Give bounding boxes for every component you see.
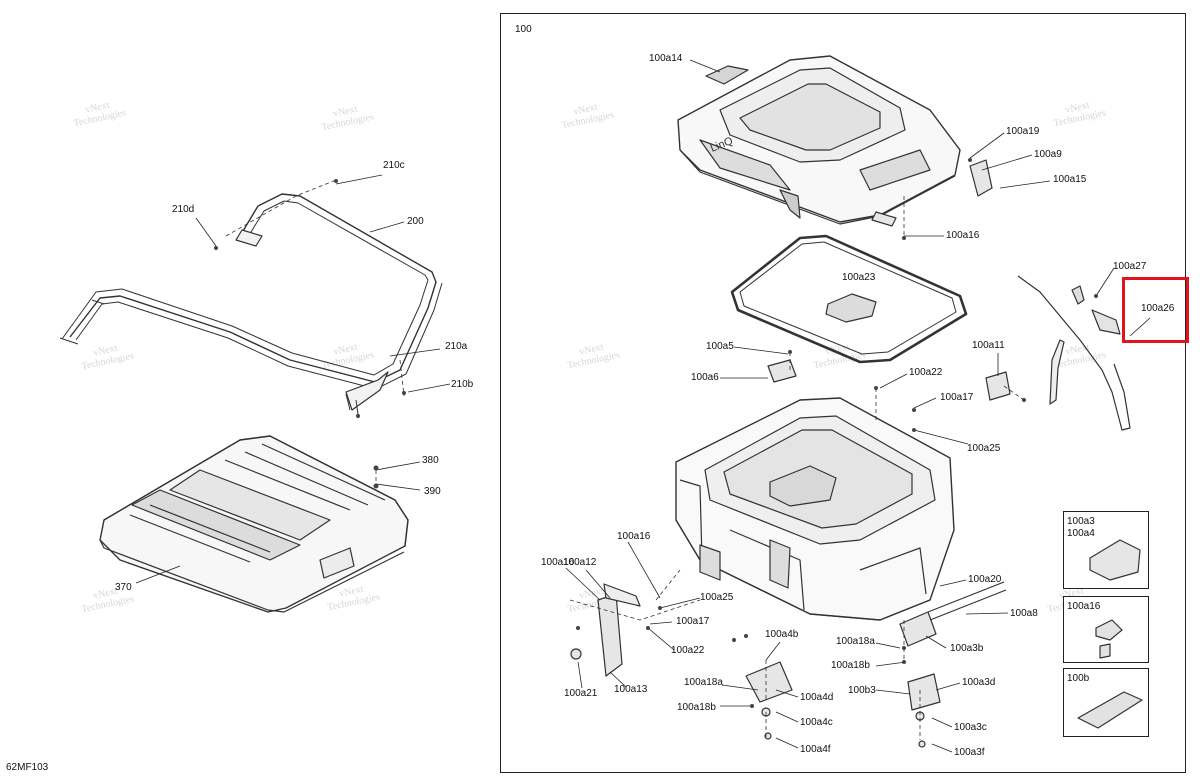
part-label-100a4b[interactable]: 100a4b	[765, 629, 799, 640]
part-label-100a15[interactable]: 100a15	[1053, 174, 1087, 185]
part-label-100a11[interactable]: 100a11	[972, 340, 1005, 351]
lid-drawing: LinQ	[677, 55, 961, 225]
part-label-390[interactable]: 390	[424, 486, 441, 497]
part-label-100a20[interactable]: 100a20	[968, 574, 1002, 585]
strap-100a26-drawing	[1017, 275, 1131, 431]
part-label-100a3d[interactable]: 100a3d	[962, 677, 996, 688]
part-label-100a16[interactable]: 100a16	[946, 230, 980, 241]
inset-label-100a4[interactable]: 100a4	[1067, 528, 1095, 539]
part-label-100a27[interactable]: 100a27	[1113, 261, 1147, 272]
fastener-dots	[214, 158, 1098, 708]
part-label-100a16[interactable]: 100a16	[617, 531, 651, 542]
part-label-100a3b[interactable]: 100a3b	[950, 643, 984, 654]
part-label-100a3c[interactable]: 100a3c	[954, 722, 987, 733]
part-label-100a25[interactable]: 100a25	[967, 443, 1001, 454]
inset-label-100a16[interactable]: 100a16	[1067, 601, 1101, 612]
leader-lines	[135, 59, 1151, 753]
inset-label-100a3[interactable]: 100a3	[1067, 516, 1095, 527]
inset-parts-drawing	[1077, 539, 1143, 729]
part-label-100a17[interactable]: 100a17	[940, 392, 974, 403]
part-label-100a13[interactable]: 100a13	[614, 684, 648, 695]
rack-370-drawing	[99, 435, 409, 613]
main-assembly-frame	[500, 13, 1186, 773]
inset-label-100b[interactable]: 100b	[1067, 673, 1090, 684]
part-label-100b3[interactable]: 100b3	[848, 685, 876, 696]
part-label-100a3f[interactable]: 100a3f	[954, 747, 985, 758]
part-label-210a[interactable]: 210a	[445, 341, 468, 352]
part-label-200[interactable]: 200	[407, 216, 424, 227]
part-label-100a22[interactable]: 100a22	[909, 367, 943, 378]
part-label-100a25[interactable]: 100a25	[700, 592, 734, 603]
seal-100a23-drawing	[730, 234, 968, 364]
frame-200-drawing	[59, 193, 443, 415]
main-group-label: 100	[515, 24, 532, 35]
part-label-380[interactable]: 380	[422, 455, 439, 466]
assembly-lines	[225, 179, 1025, 740]
part-label-100a21[interactable]: 100a21	[564, 688, 598, 699]
part-label-100a4d[interactable]: 100a4d	[800, 692, 834, 703]
part-label-100a14[interactable]: 100a14	[649, 53, 683, 64]
part-label-210c[interactable]: 210c	[383, 160, 405, 171]
part-label-100a16[interactable]: 100a16	[541, 557, 575, 568]
part-label-100a4c[interactable]: 100a4c	[800, 717, 833, 728]
part-label-100a8[interactable]: 100a8	[1010, 608, 1038, 619]
small-parts-drawing	[570, 159, 1011, 748]
part-label-370[interactable]: 370	[115, 582, 132, 593]
part-label-210d[interactable]: 210d	[172, 204, 195, 215]
part-label-100a6[interactable]: 100a6	[691, 372, 719, 383]
part-label-100a18b[interactable]: 100a18b	[677, 702, 716, 713]
part-label-100a22[interactable]: 100a22	[671, 645, 705, 656]
highlight-box-100a26[interactable]	[1122, 277, 1189, 343]
part-label-100a5[interactable]: 100a5	[706, 341, 734, 352]
part-label-100a19[interactable]: 100a19	[1006, 126, 1040, 137]
part-label-100a12[interactable]: 100a12	[563, 557, 597, 568]
part-label-100a18a[interactable]: 100a18a	[836, 636, 875, 647]
part-label-100a18b[interactable]: 100a18b	[831, 660, 870, 671]
part-label-100a23[interactable]: 100a23	[842, 272, 876, 283]
part-label-100a26[interactable]: 100a26	[1141, 303, 1175, 314]
part-label-100a4f[interactable]: 100a4f	[800, 744, 831, 755]
storage-box-drawing	[675, 397, 955, 621]
reference-code: 62MF103	[6, 762, 49, 773]
part-label-100a9[interactable]: 100a9	[1034, 149, 1062, 160]
part-label-100a18a[interactable]: 100a18a	[684, 677, 723, 688]
part-label-210b[interactable]: 210b	[451, 379, 474, 390]
part-label-100a17[interactable]: 100a17	[676, 616, 710, 627]
